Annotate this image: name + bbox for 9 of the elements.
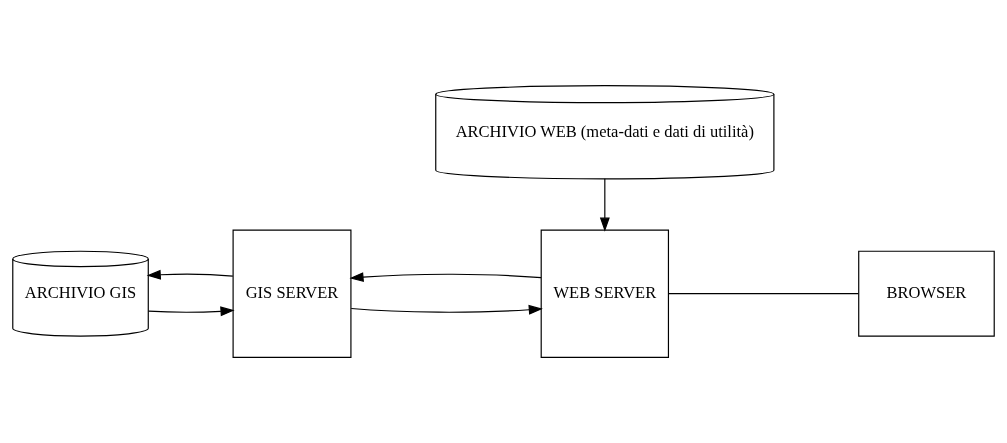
connector xyxy=(668,293,859,295)
arrow xyxy=(350,304,543,315)
arrow xyxy=(349,272,542,282)
arrow xyxy=(146,269,234,280)
node-box: GIS SERVER xyxy=(232,229,352,358)
node-box: WEB SERVER xyxy=(540,229,670,358)
node-box: BROWSER xyxy=(858,250,995,337)
arrow xyxy=(599,178,610,232)
arrow xyxy=(147,306,235,317)
